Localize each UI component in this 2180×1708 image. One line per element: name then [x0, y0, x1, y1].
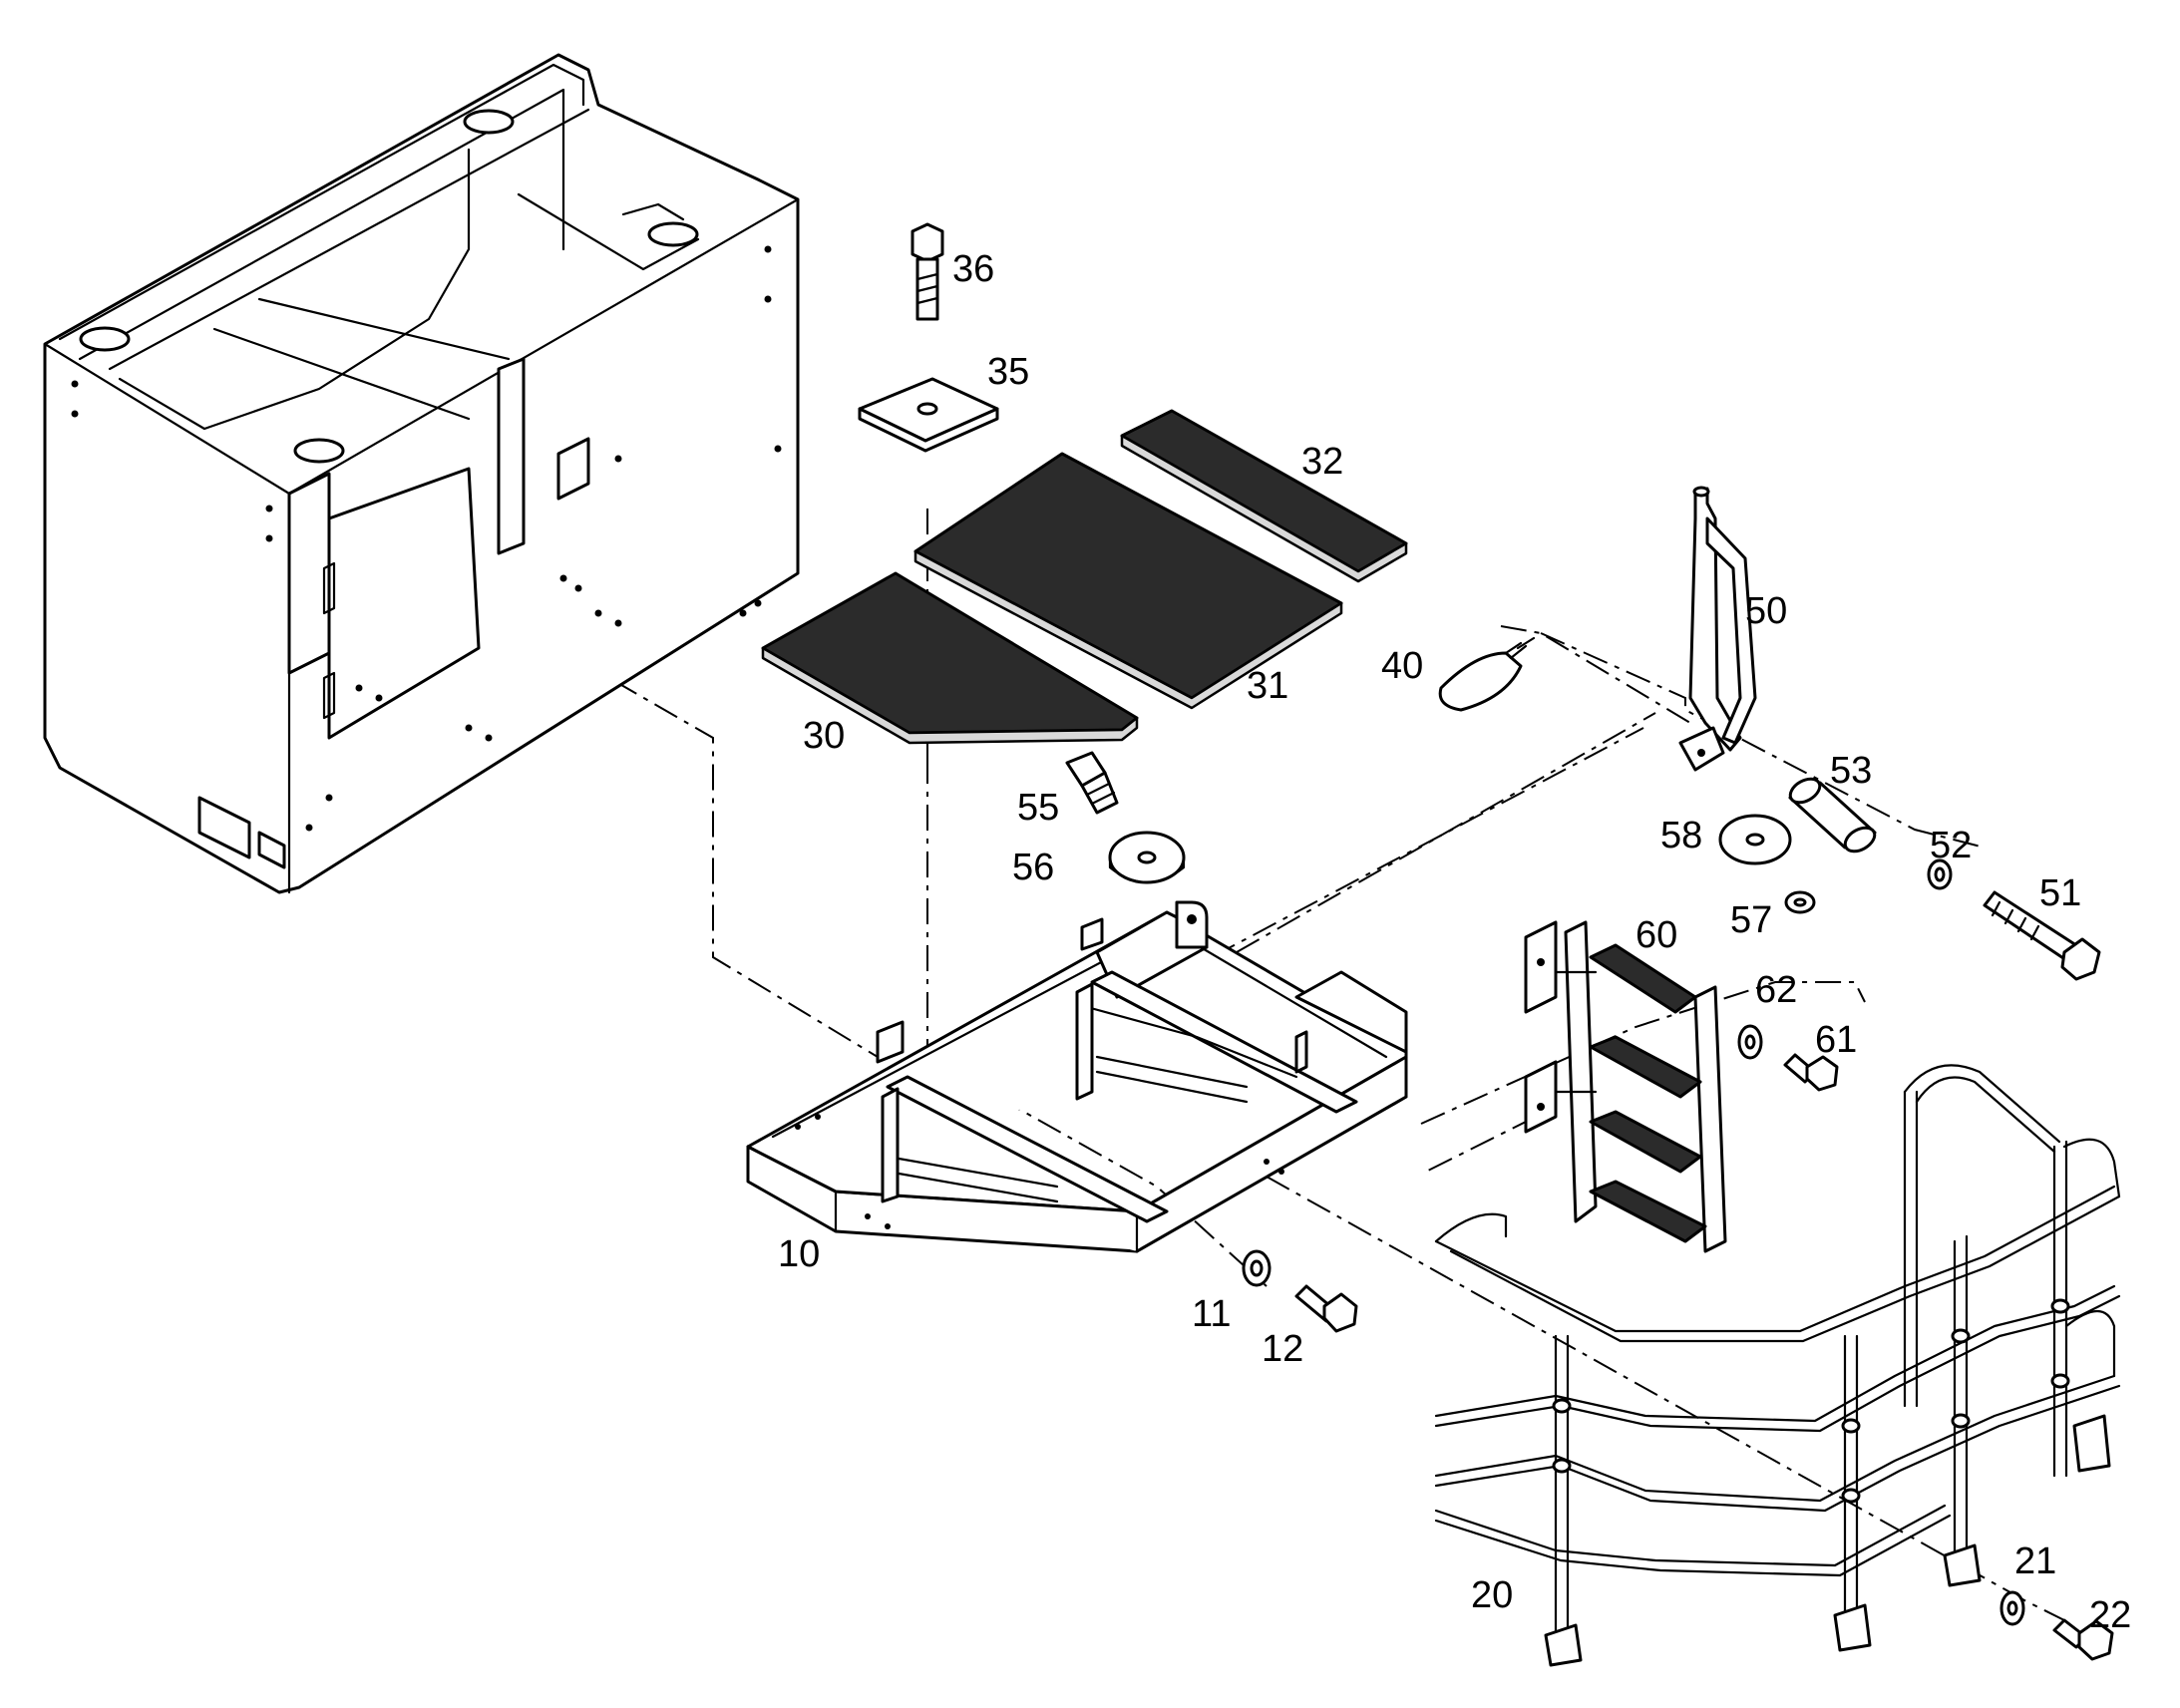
part-21-washer — [1999, 1590, 2025, 1626]
callout-36: 36 — [952, 248, 994, 290]
callout-57: 57 — [1730, 899, 1772, 941]
part-56-washer — [1108, 831, 1186, 884]
part-36-hex-bolt — [910, 222, 944, 321]
part-10-platform-frame — [746, 900, 1408, 1253]
callout-10: 10 — [778, 1233, 820, 1275]
callout-22: 22 — [2089, 1594, 2131, 1636]
part-30-grating — [761, 571, 1139, 745]
part-22-bolt — [2052, 1618, 2114, 1661]
part-31-grating — [913, 452, 1343, 710]
part-62-washer — [1737, 1024, 1763, 1060]
part-32-grating — [1120, 409, 1408, 583]
callout-32: 32 — [1301, 441, 1343, 483]
frame-bolt-holes — [71, 245, 782, 832]
part-12-bolt — [1294, 1284, 1358, 1333]
part-50-stop-arm — [1678, 486, 1757, 772]
part-11-washer — [1242, 1249, 1272, 1287]
callout-51: 51 — [2039, 872, 2081, 914]
part-20-handrail — [1434, 1064, 2121, 1667]
callout-60: 60 — [1635, 914, 1677, 956]
callout-11: 11 — [1192, 1293, 1231, 1335]
callout-58: 58 — [1660, 815, 1702, 856]
part-52-lock-washer — [1927, 858, 1953, 890]
part-40-bumper — [1438, 636, 1536, 712]
callout-61: 61 — [1815, 1019, 1857, 1061]
callout-30: 30 — [803, 715, 845, 757]
part-35-square-plate — [858, 377, 999, 453]
callout-50: 50 — [1745, 590, 1787, 632]
callout-21: 21 — [2014, 1540, 2056, 1582]
callout-52: 52 — [1930, 825, 1972, 866]
callout-31: 31 — [1247, 665, 1288, 707]
part-60-ladder — [1524, 920, 1727, 1253]
callout-20: 20 — [1471, 1574, 1513, 1616]
part-61-bolt — [1783, 1053, 1839, 1092]
callout-56: 56 — [1012, 847, 1054, 888]
part-57-washer — [1784, 890, 1816, 914]
callout-40: 40 — [1381, 645, 1423, 687]
callout-53: 53 — [1830, 750, 1872, 792]
part-53-roller — [1788, 777, 1877, 854]
part-51-long-bolt — [1983, 890, 2101, 981]
callout-12: 12 — [1262, 1328, 1303, 1370]
callout-62: 62 — [1755, 969, 1797, 1011]
part-55-cap-screw — [1065, 751, 1119, 815]
part-58-washer — [1718, 814, 1792, 865]
callout-55: 55 — [1017, 787, 1059, 829]
callout-labels: 36 35 32 31 30 40 50 53 58 52 51 57 55 5… — [778, 248, 2131, 1636]
cab-frame-housing — [43, 53, 800, 894]
callout-35: 35 — [987, 351, 1029, 393]
